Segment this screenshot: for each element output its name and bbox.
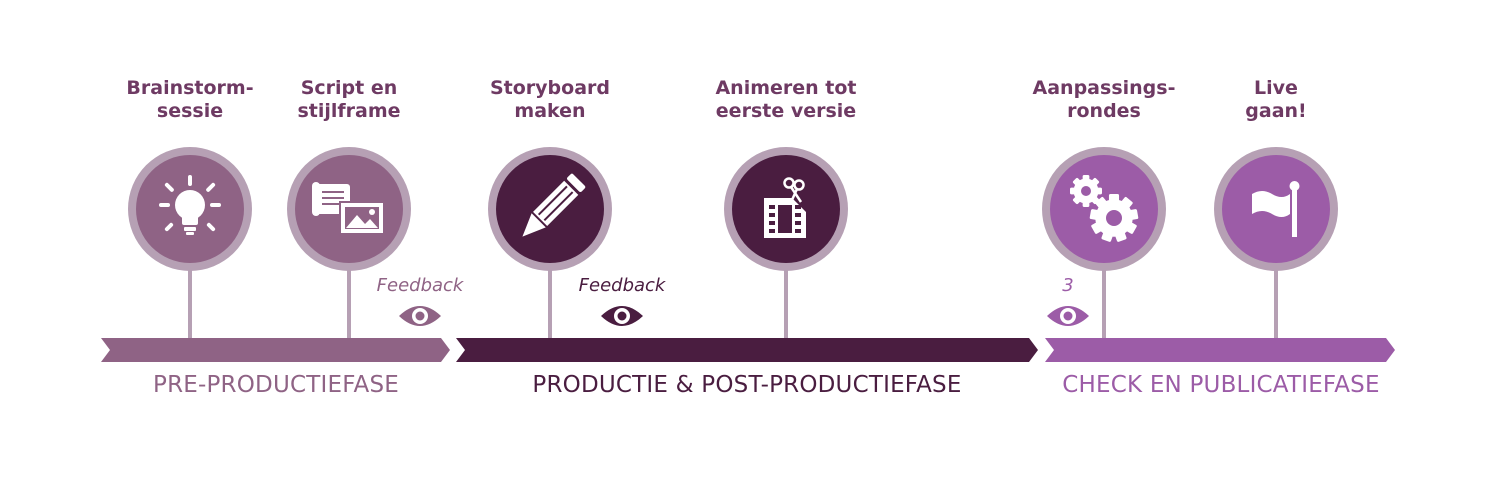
pencil-icon [522, 173, 586, 237]
eye-icon [601, 306, 643, 326]
eye-icon [399, 306, 441, 326]
step-stems [188, 266, 1278, 338]
step-node-brainstorm [128, 147, 252, 271]
phase-label-pre-productie: PRE-PRODUCTIEFASE [153, 372, 399, 398]
flag-icon [1252, 181, 1300, 237]
lightbulb-icon [159, 175, 221, 235]
step-node-script [287, 147, 411, 271]
step-node-aanpassingen [1042, 147, 1166, 271]
feedback-count-label: 3 [1062, 275, 1074, 296]
eye-icon [1047, 306, 1089, 326]
step-label-animeren: Animeren tot eerste versie [715, 77, 857, 122]
gears-icon [1070, 175, 1139, 242]
phase-arrow-check [1045, 338, 1395, 362]
step-node-animeren [724, 147, 848, 271]
phase-arrow-productie [456, 338, 1038, 362]
step-label-live: Live gaan! [1245, 77, 1307, 122]
step-label-brainstorm: Brainstorm- sessie [126, 77, 254, 122]
step-label-aanpassingen: Aanpassings- rondes [1032, 77, 1176, 122]
phase-label-productie: PRODUCTIE & POST-PRODUCTIEFASE [532, 372, 962, 398]
step-label-storyboard: Storyboard maken [489, 77, 611, 122]
step-node-live [1214, 147, 1338, 271]
phase-label-check: CHECK EN PUBLICATIEFASE [1062, 372, 1380, 398]
film-scissors-icon [764, 177, 806, 238]
phase-arrow-pre-productie [101, 338, 450, 362]
script-image-icon [312, 182, 385, 235]
feedback-label-1: Feedback [376, 275, 464, 296]
step-node-storyboard [488, 147, 612, 271]
feedback-label-2: Feedback [578, 275, 666, 296]
step-label-script: Script en stijlframe [297, 77, 401, 122]
